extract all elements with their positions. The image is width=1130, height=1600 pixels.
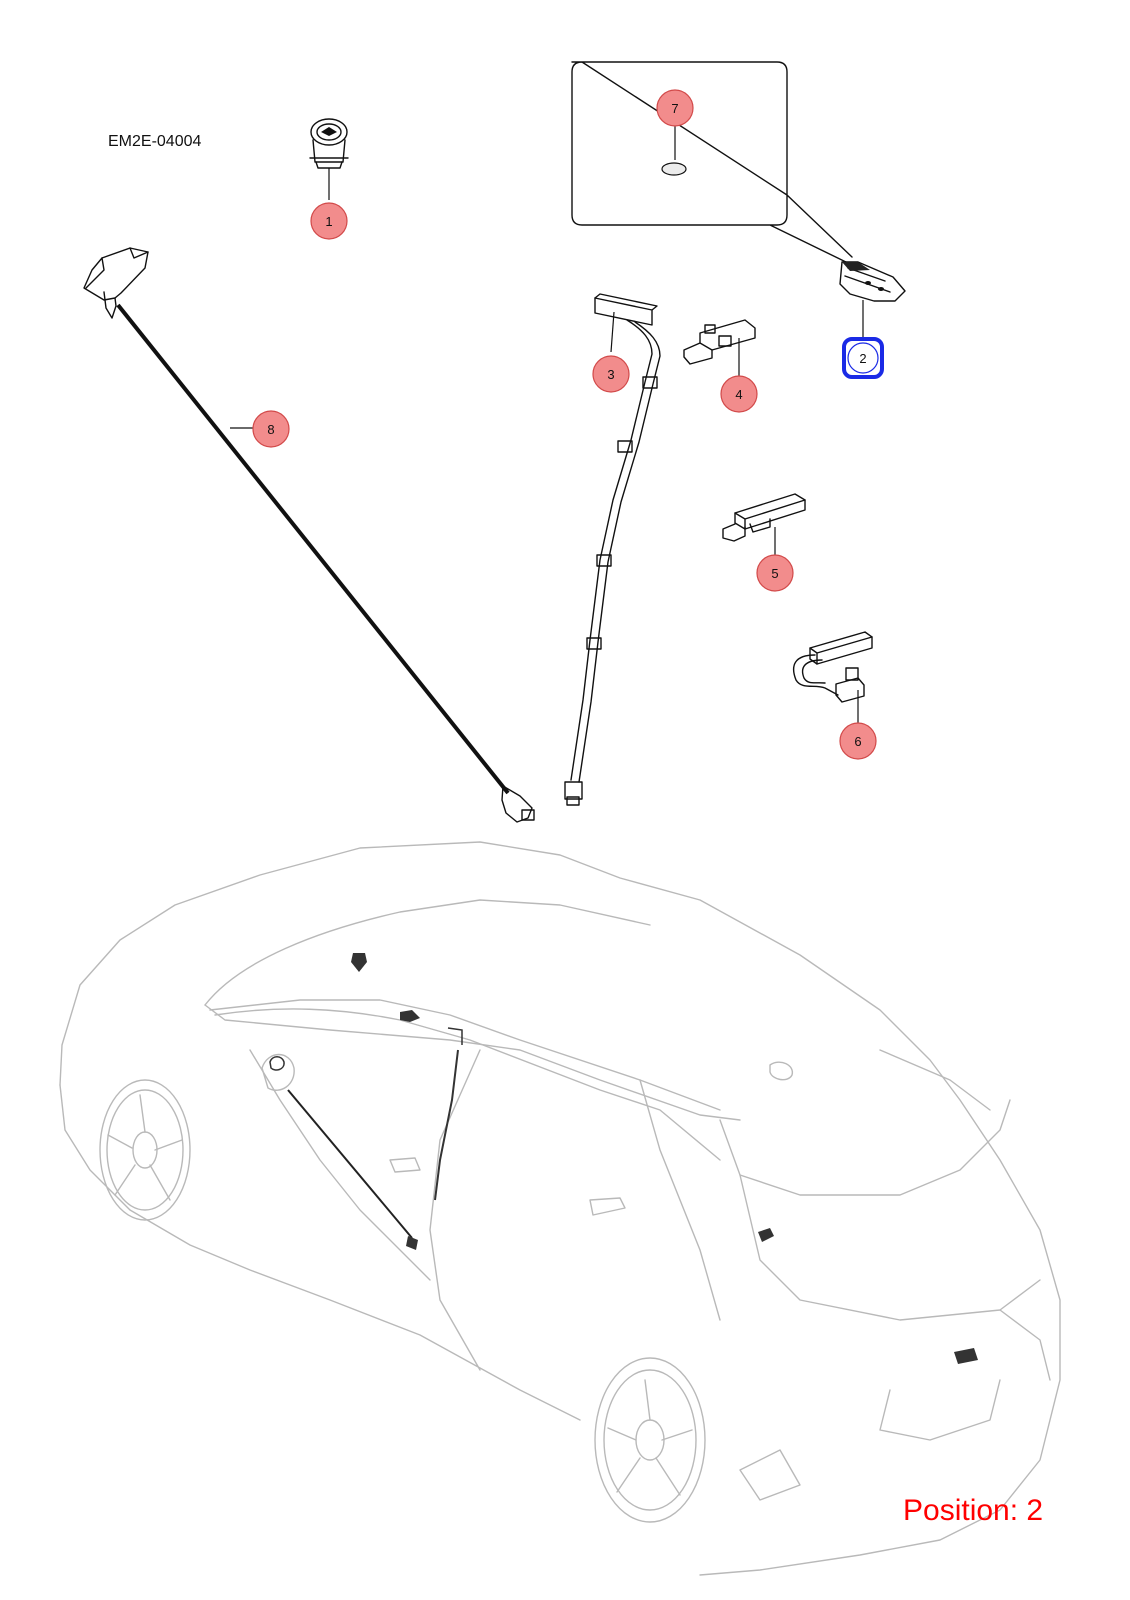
vehicle-part-markers: [269, 953, 978, 1364]
callout-3-label: 3: [607, 367, 614, 382]
callout-2-label: 2: [859, 351, 866, 366]
callout-4-label: 4: [735, 387, 742, 402]
callout-3-marker: [592, 355, 630, 393]
callout-7[interactable]: 7: [656, 89, 694, 127]
callout-7-marker: [656, 89, 694, 127]
callout-2[interactable]: 2: [842, 337, 884, 379]
part-2-lamp[interactable]: [839, 261, 906, 302]
callout-4[interactable]: 4: [720, 375, 758, 413]
callout-8[interactable]: 8: [252, 410, 290, 448]
position-label: Position: 2: [903, 1494, 1044, 1527]
diagram-reference-code: EM2E-04004: [108, 133, 202, 150]
callout-8-label: 8: [267, 422, 274, 437]
callout-group: 1 2 3 4 5 6 7 8: [252, 89, 884, 760]
callout-3[interactable]: 3: [592, 355, 630, 393]
callout-7-label: 7: [671, 101, 678, 116]
callout-1[interactable]: 1: [310, 202, 348, 240]
vehicle-outline: [59, 841, 1061, 1576]
callout-6[interactable]: 6: [839, 722, 877, 760]
part-7-grommet: [661, 162, 687, 176]
callout-8-marker: [252, 410, 290, 448]
part-4-sensor[interactable]: [683, 319, 756, 365]
part-1-sensor[interactable]: [309, 118, 349, 169]
part-6-sensor[interactable]: [792, 631, 873, 703]
leader-lines: [230, 120, 864, 725]
callout-6-marker: [839, 722, 877, 760]
callout-5-label: 5: [771, 566, 778, 581]
part-8-module[interactable]: [83, 247, 535, 823]
callout-2-marker: [847, 342, 879, 374]
detail-inset: [571, 61, 853, 264]
callout-2-highlight: [842, 337, 884, 379]
callout-1-marker: [310, 202, 348, 240]
callout-5-marker: [756, 554, 794, 592]
callout-6-label: 6: [854, 734, 861, 749]
callout-5[interactable]: 5: [756, 554, 794, 592]
callout-1-label: 1: [325, 214, 332, 229]
part-5-sensor[interactable]: [722, 493, 806, 542]
callout-4-marker: [720, 375, 758, 413]
part-3-harness[interactable]: [564, 293, 661, 806]
